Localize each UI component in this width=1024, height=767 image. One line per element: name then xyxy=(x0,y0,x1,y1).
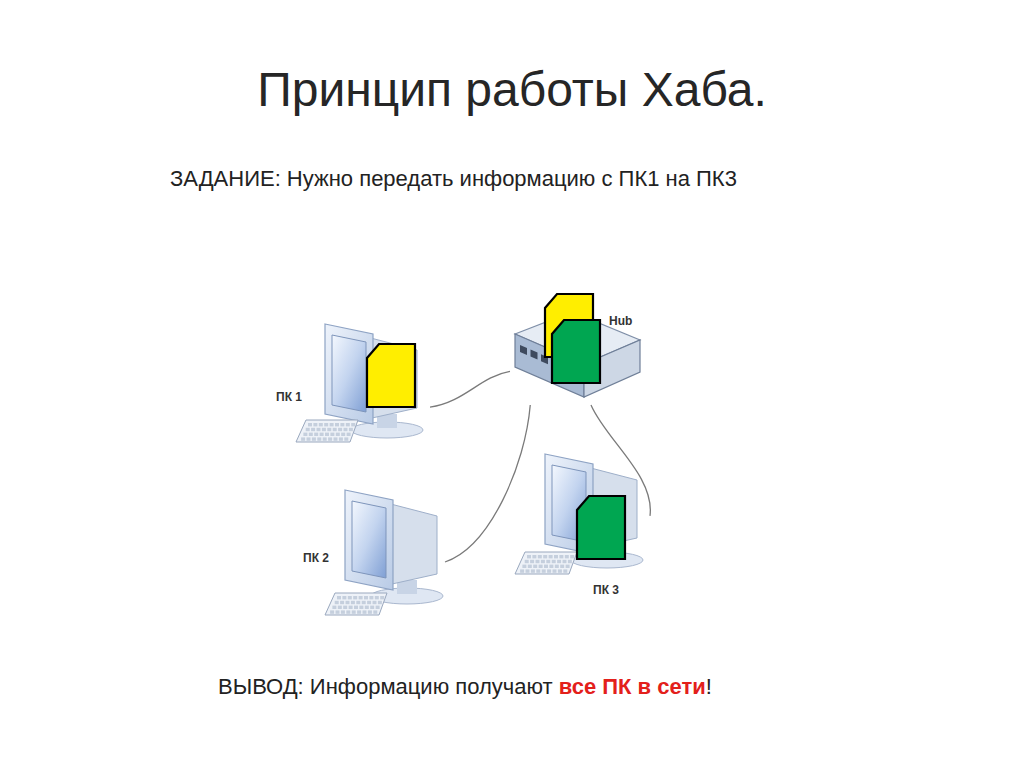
computer: ПК 1 xyxy=(270,320,430,452)
pc-label: ПК 3 xyxy=(593,583,619,597)
conclusion-text: ! xyxy=(706,674,712,700)
device-label: Hub xyxy=(609,314,632,328)
task-text: ЗАДАНИЕ: Нужно передать информацию с ПК1… xyxy=(170,166,737,192)
packet-green xyxy=(577,496,625,559)
computer-icon xyxy=(505,452,650,604)
hub: Hub xyxy=(510,300,645,405)
packet-yellow xyxy=(367,344,415,407)
conclusion-line: ВЫВОД: Информацию получаютвсе ПК в сети! xyxy=(218,674,712,700)
computer: ПК 2 xyxy=(295,485,445,625)
slide-title: Принцип работы Хаба. xyxy=(0,62,1024,117)
computer: ПК 3 xyxy=(505,452,650,604)
network-cable xyxy=(445,405,530,562)
pc-label: ПК 2 xyxy=(303,551,329,565)
pc-label: ПК 1 xyxy=(276,390,302,404)
conclusion-highlight: все ПК в сети xyxy=(559,674,706,700)
network-cable xyxy=(430,371,510,407)
conclusion-text: ВЫВОД: Информацию получают xyxy=(218,674,553,700)
computer-icon xyxy=(270,320,430,452)
packet-green xyxy=(552,320,600,383)
packet-yellow xyxy=(545,294,593,357)
